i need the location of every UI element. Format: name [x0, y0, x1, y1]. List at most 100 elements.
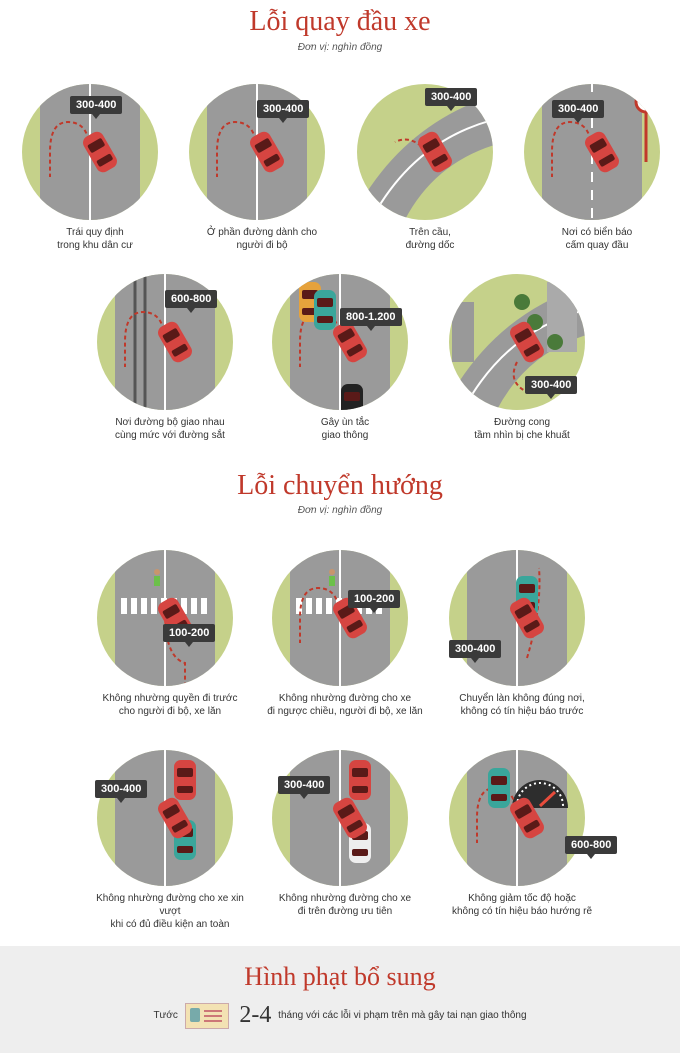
- section1-unit: Đơn vị: nghìn đồng: [297, 42, 383, 53]
- violation-caption: Không nhường quyền đi trước cho người đi…: [85, 692, 255, 718]
- violation-caption: Gây ùn tắc giao thông: [260, 416, 430, 442]
- caption-line-1: Trên cầu,: [409, 227, 451, 238]
- lane-change-arrow-icon: [526, 567, 541, 659]
- scene-circle: [522, 82, 662, 227]
- footer-prefix: Tước: [153, 1010, 178, 1022]
- caption-line-2: cấm quay đầu: [565, 240, 629, 251]
- scene-illustration: [189, 84, 325, 220]
- u-turn-arrow-icon: [394, 138, 436, 163]
- violation-caption: Đường cong tầm nhìn bị che khuất: [437, 416, 607, 442]
- car-icon: [333, 797, 367, 839]
- driver-license-icon: [184, 1002, 229, 1029]
- fine-badge: 300-400: [449, 640, 502, 663]
- caption-line-1: Không nhường đường cho xe: [278, 693, 412, 704]
- footer-title: Hình phạt bổ sung: [244, 962, 436, 991]
- fine-badge: 300-400: [425, 88, 478, 111]
- violation-caption: Trái quy định trong khu dân cư: [10, 226, 180, 252]
- scene-illustration: [97, 550, 233, 686]
- section2-unit: Đơn vị: nghìn đồng: [297, 505, 383, 516]
- scene-circle: [95, 748, 235, 893]
- caption-line-2: người đi bộ: [236, 240, 288, 251]
- caption-line-2: cùng mức với đường sắt: [115, 430, 225, 441]
- car-icon: [418, 131, 452, 173]
- scene-circle: [95, 548, 235, 693]
- car-icon: [510, 797, 544, 839]
- section1-title: Lỗi quay đầu xe: [249, 6, 431, 37]
- caption-line-2: đi ngược chiều, người đi bộ, xe lăn: [267, 706, 423, 717]
- car-icon: [510, 321, 544, 363]
- caption-line-1: Chuyển làn không đúng nơi,: [459, 693, 585, 704]
- scene-circle: [20, 82, 160, 227]
- caption-line-2: tầm nhìn bị che khuất: [474, 430, 570, 441]
- scene-circle: [447, 272, 587, 417]
- footer-months: 2-4: [239, 1002, 272, 1028]
- violation-caption: Ở phần đường dành cho người đi bộ: [177, 226, 347, 252]
- violation-caption: Không giảm tốc độ hoặc không có tín hiệu…: [437, 892, 607, 918]
- fine-badge: 300-400: [257, 100, 310, 123]
- caption-line-2: đi trên đường ưu tiên: [297, 906, 393, 917]
- fine-badge: 600-800: [165, 290, 218, 313]
- scene-illustration: [357, 84, 493, 220]
- scene-circle: [355, 82, 495, 227]
- caption-line-1: Không giảm tốc độ hoặc: [468, 893, 576, 904]
- caption-line-1: Đường cong: [493, 417, 551, 428]
- scene-circle: [270, 748, 410, 893]
- violation-caption: Nơi có biển báo cấm quay đầu: [512, 226, 680, 252]
- scene-illustration: [22, 84, 158, 220]
- caption-line-1: Nơi đường bộ giao nhau: [115, 417, 225, 428]
- caption-line-2: không có tín hiệu báo trước: [460, 706, 584, 717]
- scene-circle: [447, 748, 587, 893]
- caption-line-1: Gây ùn tắc: [320, 417, 370, 428]
- section2-title: Lỗi chuyển hướng: [237, 470, 443, 501]
- fine-badge: 800-1.200: [340, 308, 402, 331]
- scene-illustration: [272, 750, 408, 886]
- fine-badge: 300-400: [278, 776, 331, 799]
- pedestrian-icon: [154, 569, 160, 586]
- scene-illustration: [449, 550, 585, 686]
- violation-caption: Nơi đường bộ giao nhau cùng mức với đườn…: [85, 416, 255, 442]
- scene-illustration: [449, 750, 585, 886]
- car-icon: [158, 797, 192, 839]
- footer-suffix: tháng với các lỗi vi phạm trên mà gây ta…: [278, 1010, 527, 1022]
- caption-line-1: Không nhường đường cho xe: [278, 893, 412, 904]
- scene-illustration: [272, 274, 408, 410]
- fine-badge: 300-400: [95, 780, 148, 803]
- car-icon: [250, 131, 284, 173]
- violation-caption: Chuyển làn không đúng nơi, không có tín …: [437, 692, 607, 718]
- caption-line-1: Ở phần đường dành cho: [206, 227, 318, 238]
- violation-caption: Không nhường đường cho xe đi ngược chiều…: [260, 692, 430, 718]
- caption-line-1: Không nhường quyền đi trước: [102, 693, 238, 704]
- scene-illustration: [97, 750, 233, 886]
- pedestrian-icon: [329, 569, 335, 586]
- caption-line-1: Trái quy định: [66, 227, 124, 238]
- car-icon: [510, 597, 544, 639]
- car-icon: [174, 760, 196, 800]
- fine-badge: 100-200: [163, 624, 216, 647]
- scene-illustration: [524, 84, 660, 220]
- caption-line-2: cho người đi bộ, xe lăn: [118, 706, 222, 717]
- caption-line-2: không có tín hiệu báo hướng rẽ: [451, 906, 592, 917]
- fine-badge: 600-800: [565, 836, 618, 859]
- scene-circle: [447, 548, 587, 693]
- car-icon: [158, 321, 192, 363]
- fine-badge: 100-200: [348, 590, 401, 613]
- violation-caption: Không nhường đường cho xe đi trên đường …: [260, 892, 430, 918]
- footer-panel: Hình phạt bổ sung Tước 2-4 tháng với các…: [0, 946, 680, 1053]
- car-icon: [585, 131, 619, 173]
- violation-caption: Không nhường đường cho xe xin vượt khi c…: [85, 892, 255, 931]
- caption-line-2: khi có đủ điều kiện an toàn: [110, 919, 230, 930]
- caption-line-1: Không nhường đường cho xe xin vượt: [96, 893, 244, 917]
- caption-line-2: trong khu dân cư: [57, 240, 133, 251]
- scene-circle: [270, 548, 410, 693]
- car-icon: [349, 760, 371, 800]
- caption-line-2: đường dốc: [405, 240, 455, 251]
- car-icon: [83, 131, 117, 173]
- fine-badge: 300-400: [70, 96, 123, 119]
- u-turn-arrow-icon: [512, 361, 528, 393]
- scene-illustration: [272, 550, 408, 686]
- car-icon: [314, 290, 336, 330]
- caption-line-2: giao thông: [321, 430, 369, 441]
- scene-circle: [187, 82, 327, 227]
- footer-penalty-line: Tước 2-4 tháng với các lỗi vi phạm trên …: [0, 1002, 680, 1029]
- scene-circle: [270, 272, 410, 417]
